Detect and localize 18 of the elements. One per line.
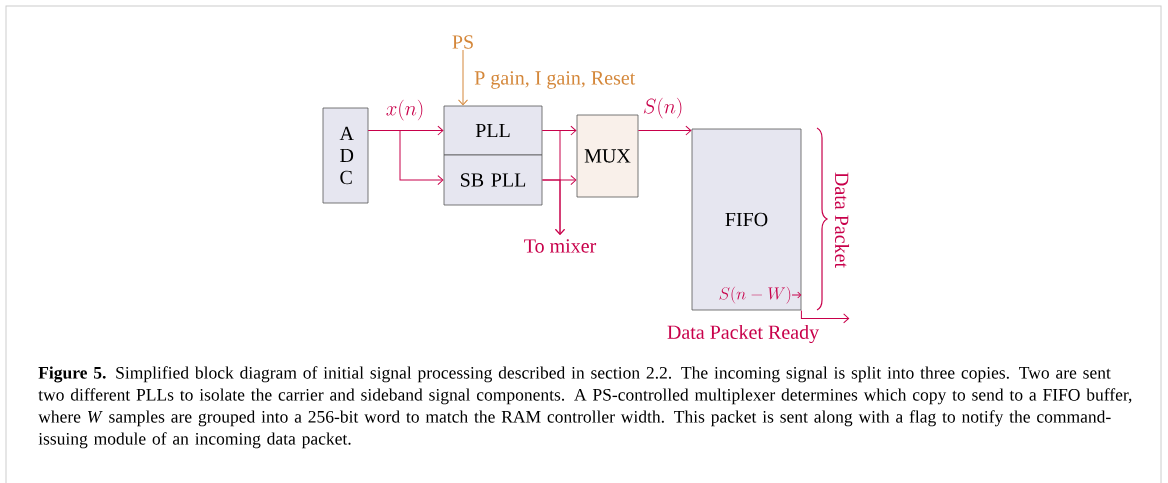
- source-label: PS: [452, 35, 473, 49]
- edge-label: $x(n)$: [386, 99, 423, 121]
- edge-label: P gain, I gain, Reset: [474, 71, 636, 89]
- arrow: [637, 125, 692, 136]
- process-box: SB PLL: [443, 154, 543, 206]
- edge-label: $S(n)$: [643, 97, 682, 119]
- arrow: [367, 130, 444, 185]
- arrow: [541, 179, 565, 235]
- edge-label: Data Packet Ready: [667, 324, 820, 344]
- group-label: Data Packet: [835, 172, 850, 268]
- caption: Figure 5. Simplified block diagram of initial signal processing described in section 2.2. The incoming signal is split into three copies. Two are sent two different PLLs to isolate the carrier and sideband signal components. A PS-controlled multiplexer determines which copy to send to a FIFO buffer, where W samples are grouped into a 256-bit word to match the RAM controller width. This packet is sent along with a flag to notify the command-issuing module of an incoming data packet.: [38, 366, 1132, 449]
- output-arrow: [800, 309, 850, 324]
- converter-box: A D C: [322, 107, 369, 204]
- output-label: To mixer: [524, 239, 597, 253]
- process-box: PLL: [443, 105, 543, 156]
- signal-label: $S(n-W)$: [719, 286, 791, 304]
- multiplexer-box: MUX: [576, 114, 639, 198]
- arrow: [458, 49, 468, 106]
